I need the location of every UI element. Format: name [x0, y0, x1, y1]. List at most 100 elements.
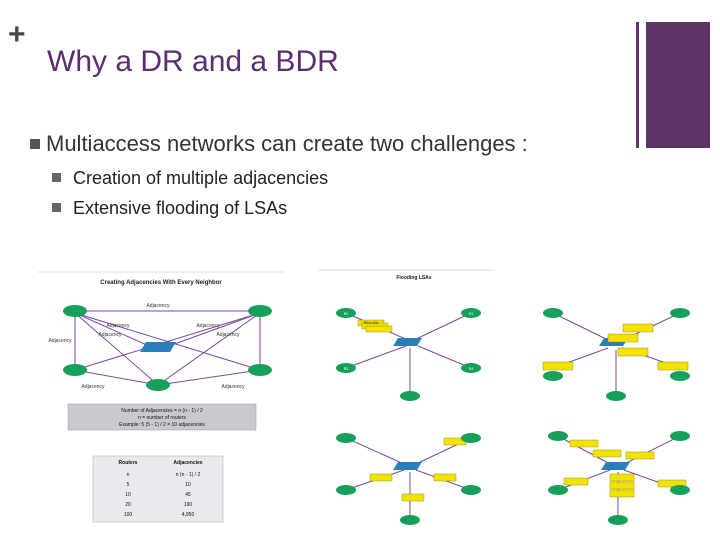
lsa-packet: [563, 477, 589, 486]
table-cell: 45: [185, 492, 191, 498]
subbullet-text: Creation of multiple adjacencies: [73, 168, 329, 188]
edge-label: Adjacency: [106, 323, 130, 329]
slide-title: Why a DR and a BDR: [47, 45, 339, 78]
router-label: R2: [344, 312, 349, 316]
bullet-square-icon: [30, 139, 40, 149]
table-cell: n (n - 1) / 2: [176, 472, 201, 478]
formula-line: n = number of routers: [138, 415, 186, 421]
formula-box: [67, 403, 257, 431]
router-icon: [63, 364, 87, 376]
table-cell: 100: [124, 512, 133, 518]
lsa-packet: [401, 493, 425, 502]
lsa-packet: [365, 325, 393, 333]
lsa-packet: [625, 451, 655, 460]
lsa-packet: [657, 361, 689, 371]
table-cell: 20: [125, 502, 131, 508]
router-icon: [461, 433, 481, 443]
table-cell: 190: [184, 502, 193, 508]
edge-line: [623, 435, 681, 465]
lsa-packet: [609, 481, 635, 490]
subbullet-item: Extensive flooding of LSAs: [52, 196, 287, 220]
bullet-text: Multiaccess networks can create two chal…: [46, 131, 528, 156]
edge-line: [157, 312, 261, 351]
router-icon: [548, 431, 568, 441]
edge-labels: Adjacency Adjacency Adjacency Adjacency …: [48, 303, 245, 390]
router-icon: [670, 485, 690, 495]
router-icon: [400, 515, 420, 525]
router-icon: [63, 305, 87, 317]
switch-icon: [601, 462, 630, 470]
subbullet-item: Creation of multiple adjacencies: [52, 166, 328, 190]
edge-line: [345, 437, 405, 465]
edge-line: [413, 312, 472, 341]
router-icon: [336, 433, 356, 443]
edge-label: Adjacency: [146, 303, 170, 309]
lsa-packet: [622, 323, 654, 333]
table-cell: 10: [185, 482, 191, 488]
edge-label: Adjacency: [81, 384, 105, 390]
edge-label: Adjacency: [48, 338, 72, 344]
switch-icon: [393, 338, 422, 346]
switch-icon: [140, 342, 176, 352]
router-label: R4: [469, 367, 474, 371]
figure-title: Creating Adjacencies With Every Neighbor: [100, 280, 222, 286]
accent-bar-wide: [646, 22, 710, 148]
flood-panel-1: R2's LSA R2 R1 R3 R4: [336, 308, 481, 401]
router-label: R1: [469, 312, 474, 316]
formula-line: Example: 5 (5 - 1) / 2 = 10 adjacencies: [119, 422, 205, 428]
flooding-lsas-figure: Flooding LSAs R2's LSA R2 R1 R3 R4: [318, 268, 700, 530]
flood-panel-4: [548, 431, 690, 525]
accent-bar-thin: [636, 22, 639, 148]
table-cell: n: [127, 472, 130, 478]
lsa-packet: [592, 449, 622, 458]
router-icon: [548, 485, 568, 495]
bullet-square-icon: [52, 173, 61, 182]
bullet-square-icon: [52, 203, 61, 212]
router-icon: [670, 371, 690, 381]
router-icon: [146, 379, 170, 391]
edge-line: [417, 345, 472, 369]
router-icon: [248, 364, 272, 376]
edge-line: [157, 312, 261, 386]
edge-line: [157, 369, 261, 386]
router-icon: [608, 515, 628, 525]
edge-label: Adjacency: [221, 384, 245, 390]
figure-title: Flooding LSAs: [396, 275, 431, 281]
adjacency-table: [92, 455, 224, 523]
table-cell: 10: [125, 492, 131, 498]
figure-background: [318, 268, 700, 530]
flood-panel-3: [336, 433, 481, 525]
router-icons: [63, 305, 272, 391]
edge-line: [74, 312, 159, 386]
edge-line: [557, 435, 611, 465]
edge-label: Adjacency: [216, 332, 240, 338]
switch-icon: [393, 462, 422, 470]
adjacencies-figure: Creating Adjacencies With Every Neighbor…: [38, 270, 284, 526]
table-header: Adjacencies: [173, 460, 202, 466]
edge-label: Adjacency: [196, 323, 220, 329]
flood-panel-2: [542, 308, 690, 401]
lsa-packet: [369, 473, 393, 482]
edge-line: [74, 312, 261, 371]
lsa-packet: [433, 473, 457, 482]
table-header: Routers: [119, 460, 138, 466]
lsa-packet: [609, 489, 635, 498]
router-icon: [461, 308, 481, 318]
router-icon: [400, 391, 420, 401]
lsa-packet: [542, 361, 574, 371]
table-cell: 5: [127, 482, 130, 488]
edge-line: [74, 369, 159, 386]
router-icon: [248, 305, 272, 317]
bullet-item: Multiaccess networks can create two chal…: [30, 130, 528, 158]
edge-line: [345, 345, 407, 369]
edge-label: Adjacency: [98, 332, 122, 338]
router-icon: [461, 363, 481, 373]
lsa-packet: [609, 473, 635, 482]
router-icon: [336, 308, 356, 318]
table-cell: 4,950: [182, 512, 195, 518]
router-icon: [606, 391, 626, 401]
lsa-packet: [569, 439, 599, 448]
adjacency-edges: [74, 310, 261, 386]
lsa-packet: [607, 333, 639, 343]
router-icon: [543, 371, 563, 381]
